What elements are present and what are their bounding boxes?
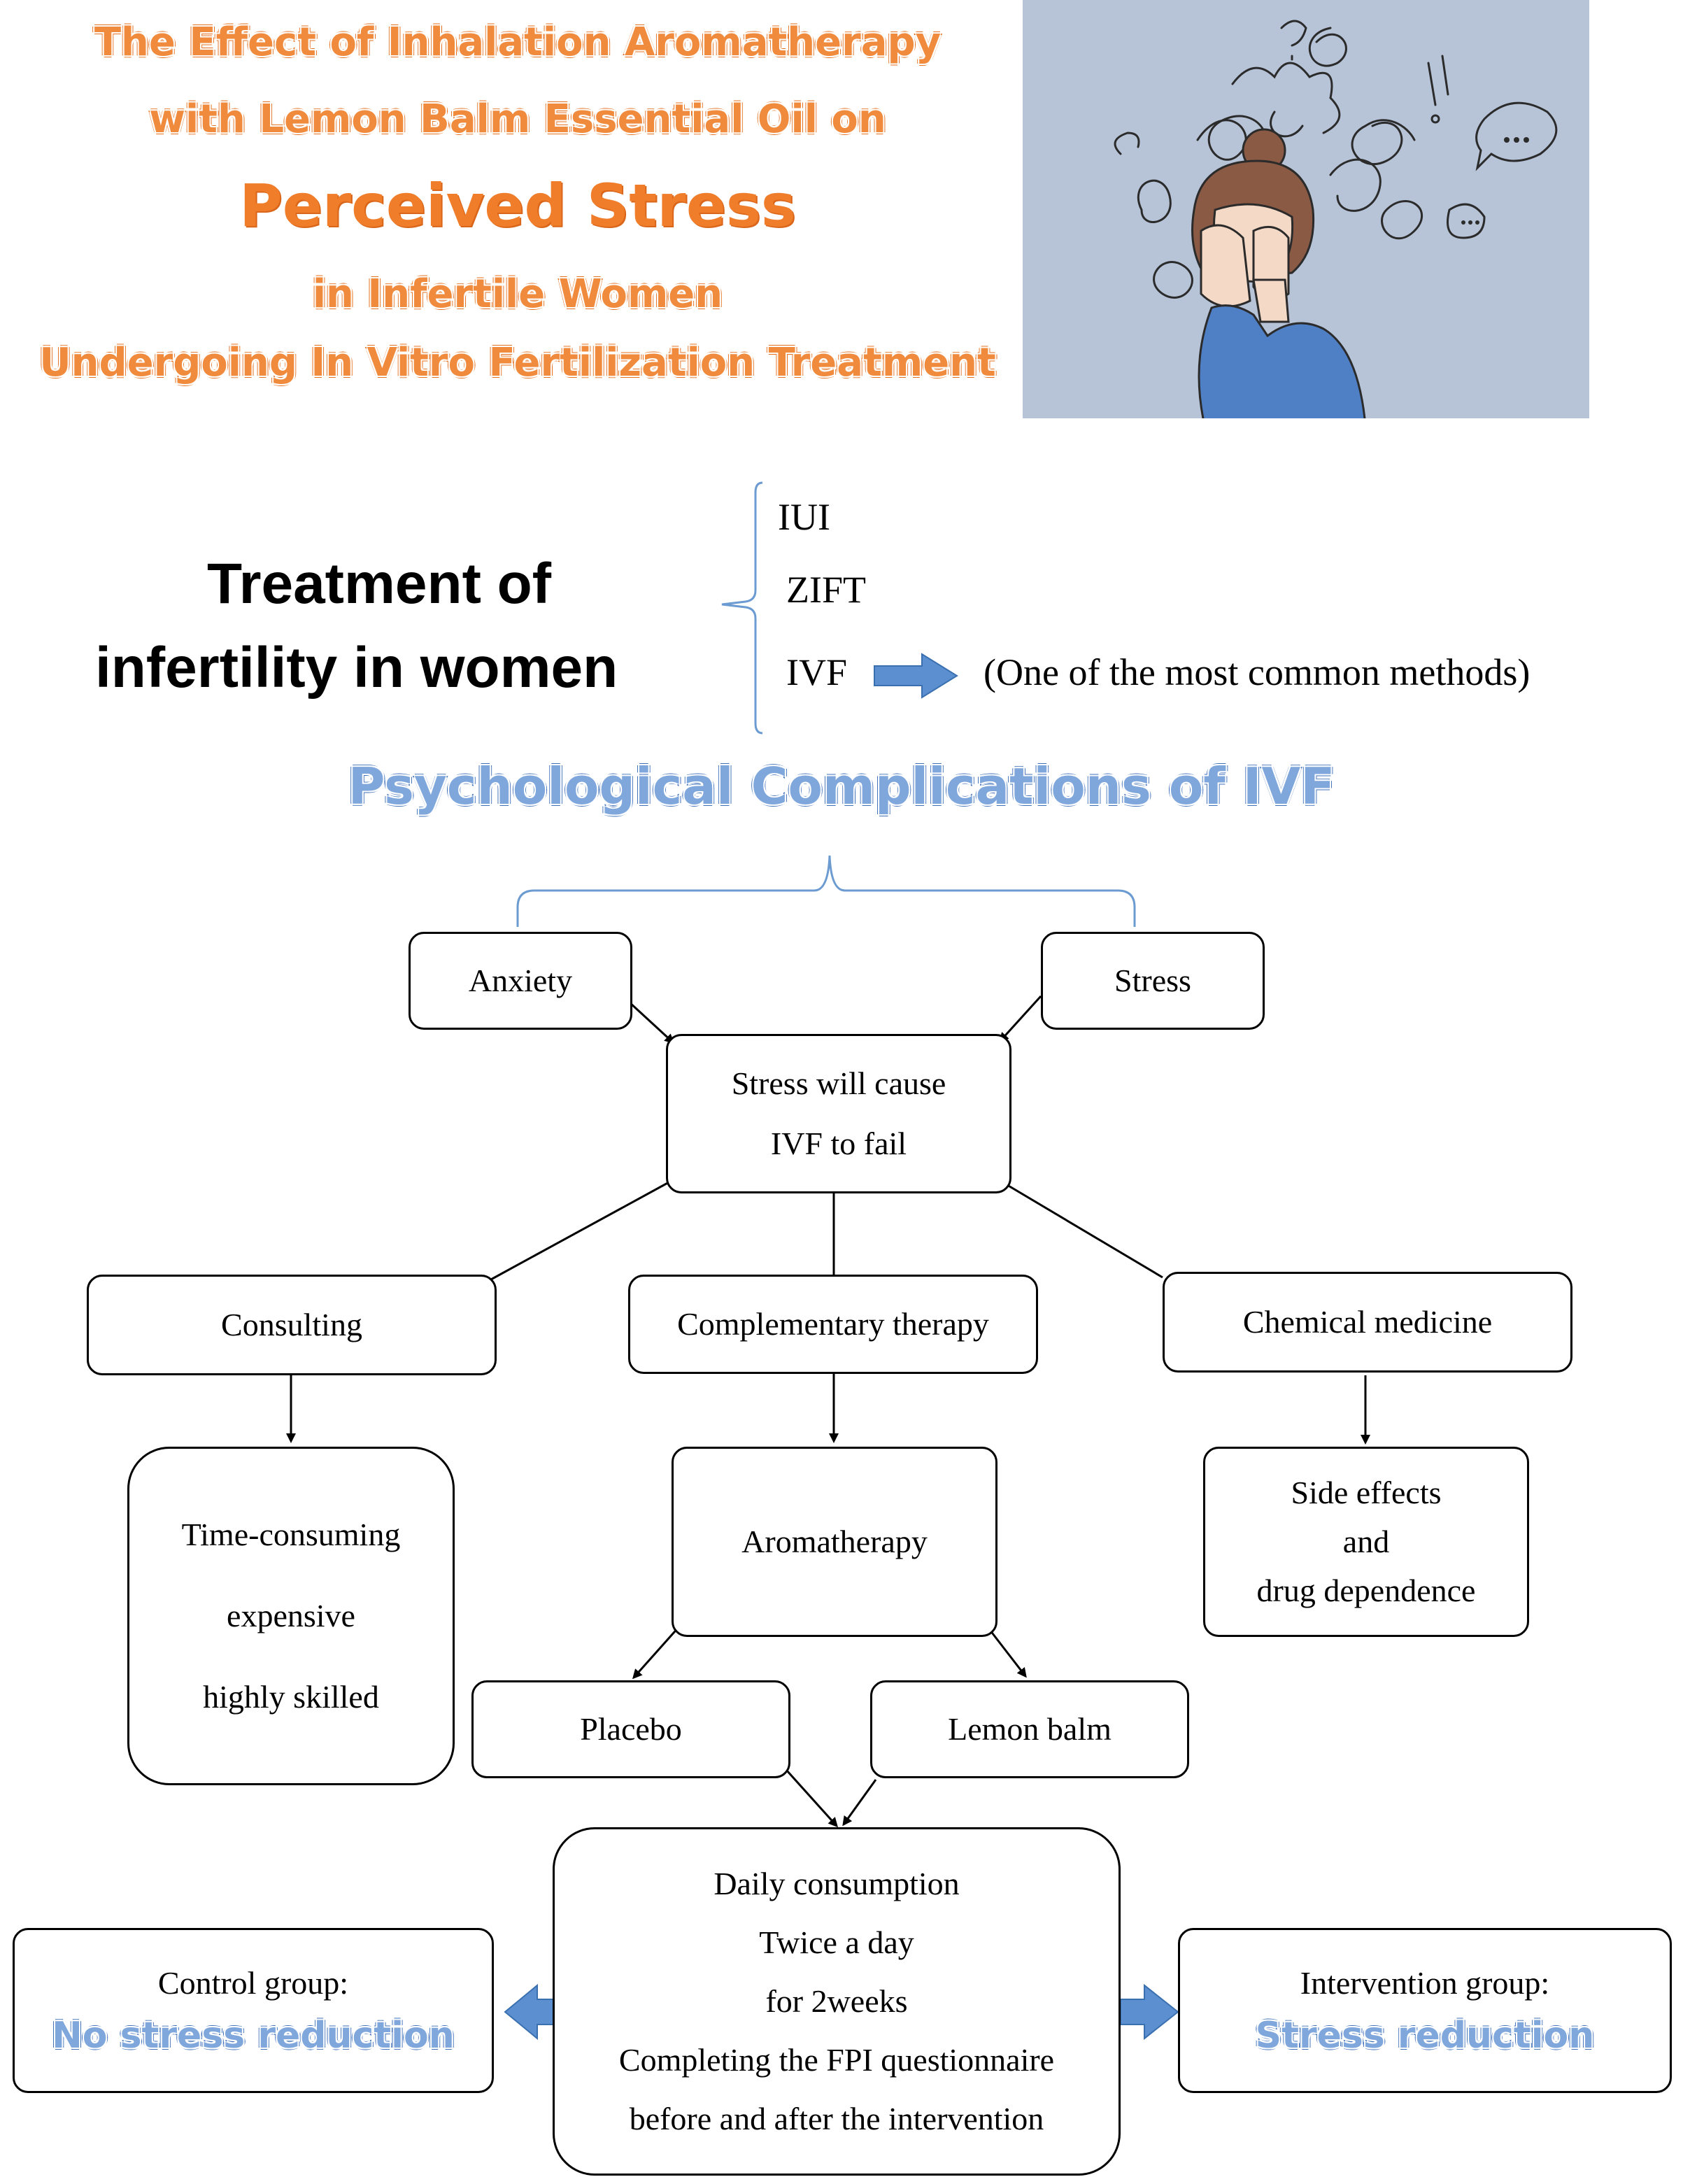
complementary-label: Complementary therapy [677, 1306, 989, 1342]
ivf-arrow-icon [874, 653, 958, 699]
anxiety-box: Anxiety [409, 932, 632, 1030]
stress-label: Stress [1114, 963, 1191, 998]
treatment-heading-line1: Treatment of [207, 552, 552, 616]
consulting-label: Consulting [221, 1307, 362, 1342]
chemical-cons-box: Side effects and drug dependence [1203, 1447, 1529, 1637]
anxiety-label: Anxiety [468, 963, 573, 998]
control-arrow-icon [504, 1983, 555, 2041]
complications-brace [516, 855, 1136, 927]
chemical-con-2: and [1342, 1524, 1390, 1559]
consulting-con-3: highly skilled [203, 1679, 379, 1715]
cause-box: Stress will cause IVF to fail [666, 1034, 1011, 1193]
placebo-to-procedure-arrow [785, 1768, 839, 1828]
chemical-box: Chemical medicine [1163, 1272, 1572, 1373]
lemon-to-procedure-arrow [842, 1779, 877, 1827]
consulting-cons-box: Time-consuming expensive highly skilled [127, 1447, 455, 1785]
chemical-label: Chemical medicine [1242, 1304, 1493, 1340]
complications-title: Psychological Complications of IVF [348, 757, 1335, 816]
branch-line-chemical [1007, 1184, 1163, 1279]
procedure-line-2: Twice a day [759, 1924, 914, 1960]
title-line-4: in Infertile Women [312, 271, 723, 317]
title-line-1: The Effect of Inhalation Aromatherapy [94, 20, 942, 65]
aromatherapy-box: Aromatherapy [672, 1447, 997, 1637]
lemon-balm-label: Lemon balm [948, 1711, 1112, 1747]
aromatherapy-label: Aromatherapy [741, 1524, 928, 1559]
stress-box: Stress [1041, 932, 1265, 1030]
method-ivf: IVF [786, 651, 848, 693]
stress-arrow [998, 995, 1042, 1043]
consulting-box: Consulting [87, 1275, 497, 1375]
ivf-note: (One of the most common methods) [983, 651, 1531, 693]
placebo-arrow [632, 1625, 681, 1680]
stressed-woman-illustration [1023, 0, 1589, 427]
placebo-box: Placebo [471, 1680, 790, 1778]
procedure-line-1: Daily consumption [713, 1866, 960, 1901]
branch-line-consulting [489, 1179, 672, 1282]
cause-line2: IVF to fail [770, 1126, 907, 1161]
intervention-arrow-icon [1120, 1983, 1179, 2041]
title-line-2: with Lemon Balm Essential Oil on [149, 97, 886, 142]
intervention-label: Intervention group: [1300, 1965, 1550, 2001]
treatment-heading-line2: infertility in women [95, 636, 618, 700]
methods-brace [721, 481, 763, 735]
consulting-con-2: expensive [227, 1598, 355, 1633]
placebo-label: Placebo [580, 1711, 682, 1747]
complementary-box: Complementary therapy [628, 1275, 1038, 1374]
control-result: No stress reduction [52, 2015, 455, 2057]
consulting-con-1: Time-consuming [181, 1517, 401, 1552]
method-zift: ZIFT [786, 569, 866, 611]
lemon-balm-box: Lemon balm [870, 1680, 1189, 1778]
illustration-svg [1114, 20, 1558, 427]
control-group-box: Control group: No stress reduction [13, 1928, 494, 2093]
chemical-con-1: Side effects [1291, 1475, 1442, 1510]
procedure-line-4: Completing the FPI questionnaire [618, 2042, 1055, 2078]
lemon-balm-arrow [986, 1626, 1027, 1678]
cause-line1: Stress will cause [731, 1065, 946, 1101]
method-iui: IUI [778, 496, 830, 538]
title-line-5: Undergoing In Vitro Fertilization Treatm… [39, 340, 996, 385]
procedure-line-3: for 2weeks [765, 1983, 908, 2019]
chemical-con-3: drug dependence [1256, 1573, 1476, 1608]
intervention-group-box: Intervention group: Stress reduction [1178, 1928, 1672, 2093]
intervention-result: Stress reduction [1255, 2015, 1595, 2057]
procedure-box: Daily consumption Twice a day for 2weeks… [553, 1827, 1121, 2176]
title-main: Perceived Stress [239, 171, 796, 240]
procedure-line-5: before and after the intervention [629, 2101, 1044, 2136]
control-label: Control group: [157, 1965, 349, 2001]
